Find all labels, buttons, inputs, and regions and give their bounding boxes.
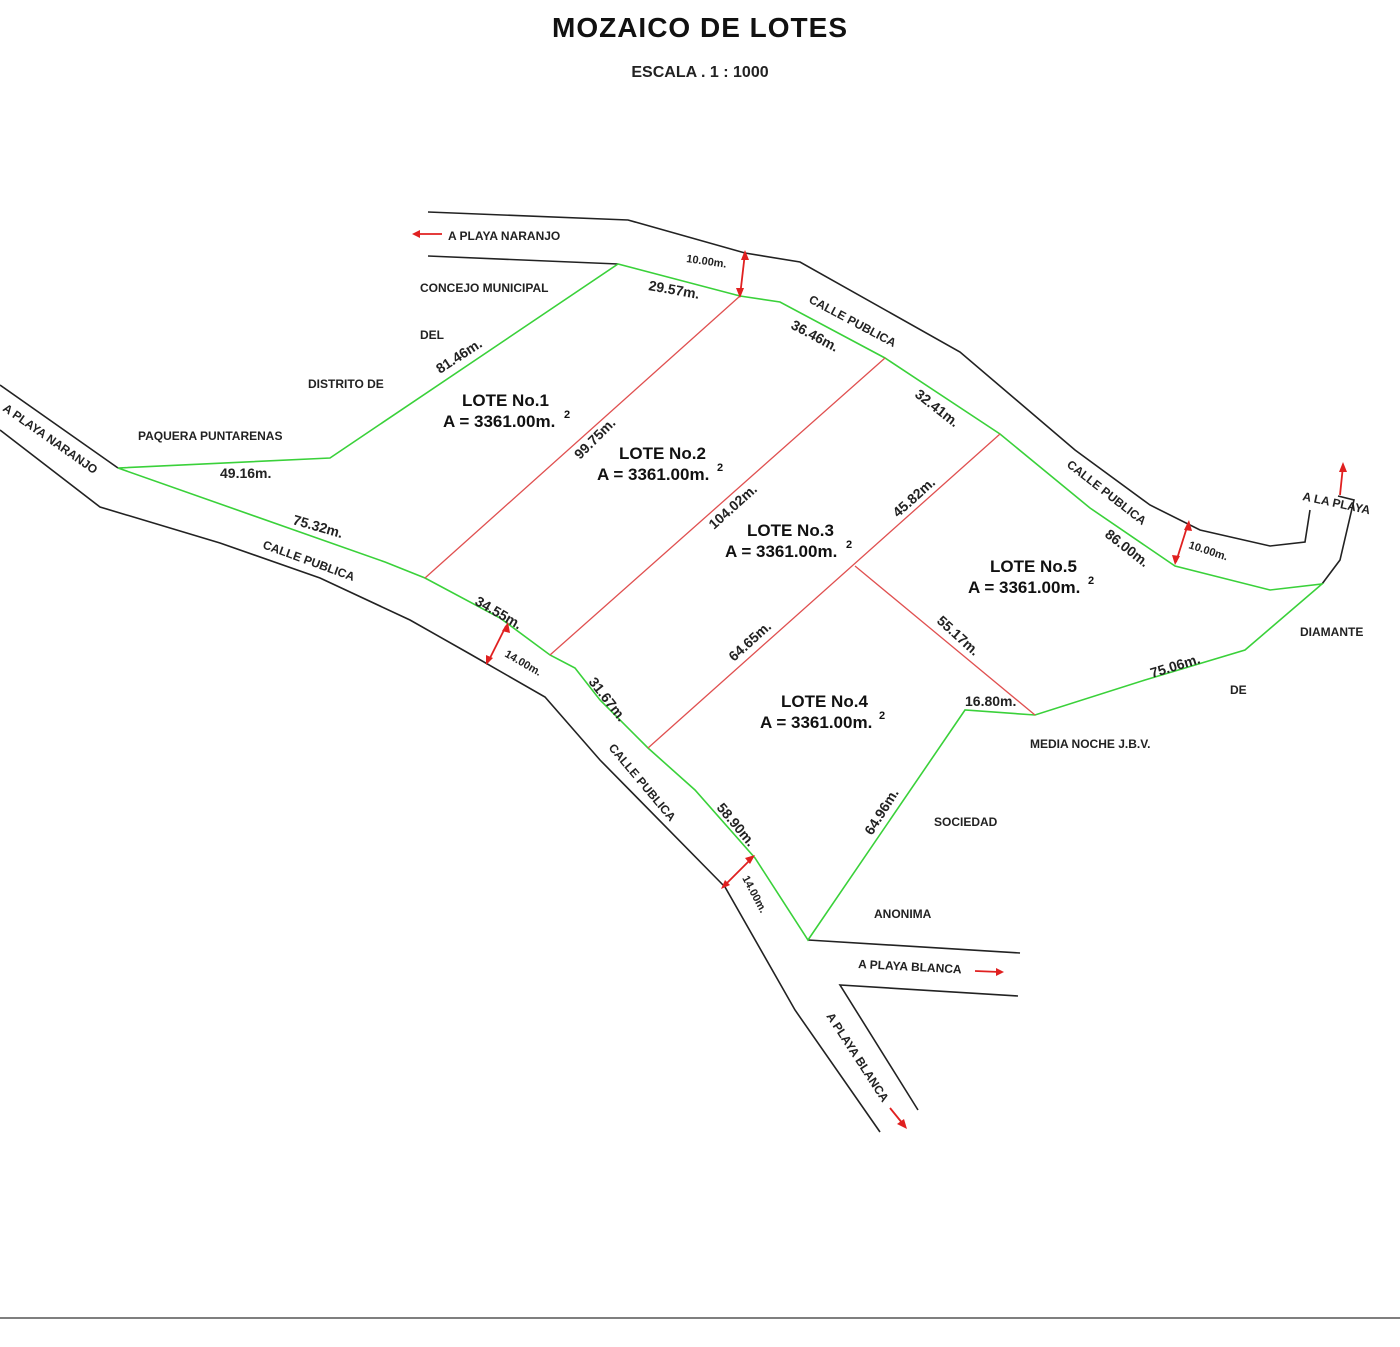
arrowhead-right-icon [996,968,1004,976]
lot-2-label: LOTE No.2 A = 3361.00m. 2 [597,444,723,484]
lot-area-exponent: 2 [717,462,723,474]
road-label-calle-publica-right: CALLE PUBLICA [1064,457,1149,528]
road-width-right: 10.00m. [1187,539,1229,563]
road-width-top: 10.00m. [686,253,728,271]
lot-name: LOTE No.2 [619,444,706,463]
lot-area-exponent: 2 [846,539,852,551]
neighbor-del: DEL [420,328,444,342]
division-lot1-lot2 [424,295,741,579]
lot-area: A = 3361.00m. [760,713,872,732]
division-lot4-lot5 [854,565,1036,716]
measure-58-90: 58.90m. [714,800,759,850]
measure-49-16: 49.16m. [220,465,271,481]
lot-name: LOTE No.1 [462,391,549,410]
neighbor-diamante: DIAMANTE [1300,625,1363,639]
width-marker-bottom [723,857,753,887]
neighbor-distrito: DISTRITO DE [308,377,384,391]
road-bottom-left-edge [724,886,881,1133]
road-bottom-right-edge [807,939,1021,954]
lot-1-label: LOTE No.1 A = 3361.00m. 2 [443,391,570,431]
measure-31-67: 31.67m. [586,674,630,724]
lot-area-exponent: 2 [1088,575,1094,587]
property-boundary [117,263,1325,942]
measure-45-82: 45.82m. [889,474,938,520]
arrowhead-left-icon [412,230,420,238]
lot-divisions [424,295,1036,749]
width-marker-right [1175,523,1189,563]
lot-area: A = 3361.00m. [597,465,709,484]
road-label-playa-blanca-down: A PLAYA BLANCA [823,1010,891,1105]
arrow-right-icon [974,970,1001,973]
lot-5-label: LOTE No.5 A = 3361.00m. 2 [968,557,1094,597]
road-label-playa-naranjo-left: A PLAYA NARANJO [0,401,100,477]
width-markers [486,250,1192,889]
road-top-upper-edge [427,211,1311,547]
measure-34-55: 34.55m. [473,593,525,633]
measure-99-75: 99.75m. [571,414,619,462]
division-lot2-lot3 [549,357,886,656]
arrowhead-up-icon [1339,462,1347,472]
lot-name: LOTE No.5 [990,557,1077,576]
lot-name: LOTE No.3 [747,521,834,540]
width-marker-left [487,625,507,663]
road-label-a-la-playa: A LA PLAYA [1301,489,1372,517]
measure-36-46: 36.46m. [789,317,842,355]
road-label-playa-naranjo-top: A PLAYA NARANJO [448,229,560,243]
neighbor-media-noche: MEDIA NOCHE J.B.V. [1030,737,1150,751]
lot-area: A = 3361.00m. [725,542,837,561]
neighbor-anonima: ANONIMA [874,907,932,921]
road-left-upper-edge [0,384,119,469]
road-label-playa-blanca-right: A PLAYA BLANCA [858,957,962,976]
neighbor-sociedad: SOCIEDAD [934,815,998,829]
road-width-bottom: 14.00m. [739,874,769,915]
measure-75-06: 75.06m. [1148,651,1202,681]
neighbor-de: DE [1230,683,1247,697]
road-label-calle-publica-bottom: CALLE PUBLICA [606,741,679,824]
road-width-left: 14.00m. [503,648,544,679]
boundary-outline [117,263,1325,942]
lot-area-exponent: 2 [879,710,885,722]
measure-75-32: 75.32m. [291,512,345,542]
neighbor-paquera: PAQUERA PUNTARENAS [138,429,282,443]
lot-name: LOTE No.4 [781,692,868,711]
lot-area-exponent: 2 [564,409,570,421]
road-label-calle-publica-left: CALLE PUBLICA [261,538,357,584]
page-title: MOZAICO DE LOTES [552,12,848,43]
lot-4-label: LOTE No.4 A = 3361.00m. 2 [760,692,885,732]
measure-86-00: 86.00m. [1102,526,1152,570]
road-right-edge [1321,495,1355,585]
lot-area: A = 3361.00m. [968,578,1080,597]
neighbor-concejo: CONCEJO MUNICIPAL [420,281,548,295]
lot-area: A = 3361.00m. [443,412,555,431]
division-lot3-lot4 [647,433,1001,749]
road-outlines [0,211,1355,1133]
measure-29-57: 29.57m. [647,277,700,302]
direction-arrows [412,230,1347,1129]
scale-label: ESCALA . 1 : 1000 [631,64,769,81]
lot-3-label: LOTE No.3 A = 3361.00m. 2 [725,521,852,561]
arrowhead-down-icon [897,1119,907,1129]
measure-16-80: 16.80m. [965,693,1016,709]
road-top-lower-edge [427,255,619,265]
road-bottom-lower-edge [838,984,1019,1111]
road-left-lower-edge [0,429,726,888]
